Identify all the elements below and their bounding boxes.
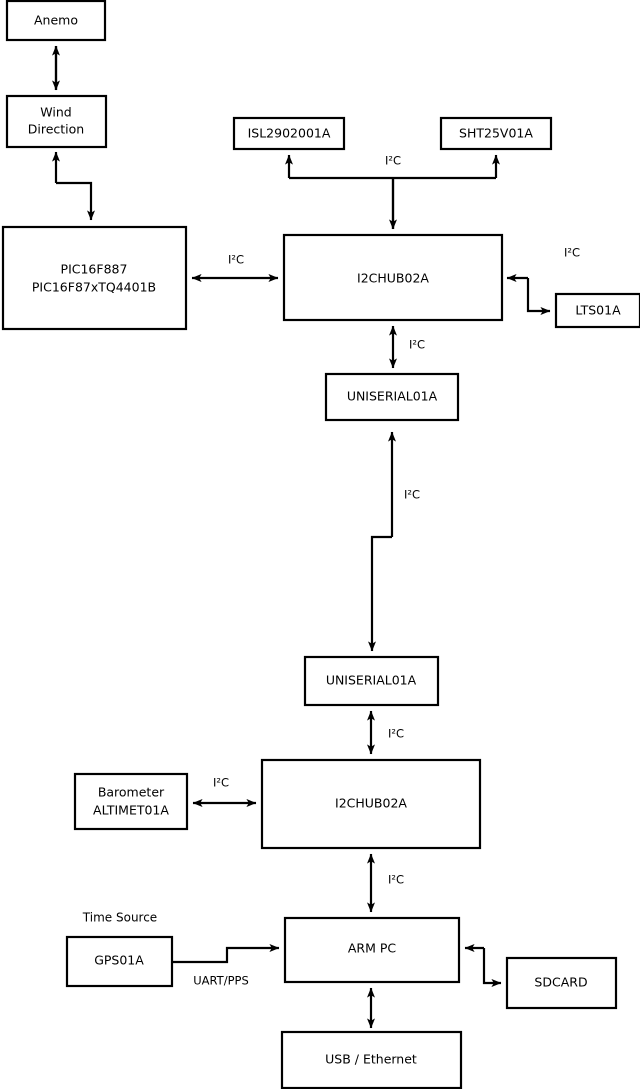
node-label-hub-bottom: I2CHUB02A bbox=[335, 796, 407, 811]
node-label-anemo: Anemo bbox=[34, 13, 78, 28]
node-label-gps: GPS01A bbox=[94, 953, 144, 968]
connector-hub-sensors bbox=[285, 154, 500, 230]
edge-label-baro-hub2: I²C bbox=[213, 776, 229, 790]
connector-gps-armpc bbox=[172, 944, 280, 964]
node-label-usbeth: USB / Ethernet bbox=[325, 1052, 417, 1067]
edge-label-hub-sensors: I²C bbox=[385, 154, 401, 168]
edge-label-uniserial-hub2: I²C bbox=[388, 727, 404, 741]
node-arm-pc[interactable]: ARM PC bbox=[283, 916, 461, 984]
node-lts01a[interactable]: LTS01A bbox=[554, 292, 640, 329]
node-label-hub-top: I2CHUB02A bbox=[357, 271, 429, 286]
edge-label-gps-armpc: UART/PPS bbox=[193, 974, 249, 988]
node-anemo[interactable]: Anemo bbox=[5, 0, 107, 42]
node-label-wind-2: Direction bbox=[28, 122, 84, 137]
node-uniserial01a-lower[interactable]: UNISERIAL01A bbox=[303, 655, 440, 707]
node-gps01a[interactable]: GPS01A bbox=[65, 935, 174, 988]
node-i2chub02a-top[interactable]: I2CHUB02A bbox=[282, 233, 504, 322]
node-label-lts: LTS01A bbox=[575, 303, 621, 318]
node-barometer[interactable]: Barometer ALTIMET01A bbox=[73, 772, 189, 831]
node-label-uniserial-dn: UNISERIAL01A bbox=[326, 673, 417, 688]
node-label-pic-2: PIC16F87xTQ4401B bbox=[32, 280, 156, 295]
node-i2chub02a-bottom[interactable]: I2CHUB02A bbox=[260, 758, 482, 850]
node-isl2902001a[interactable]: ISL2902001A bbox=[232, 116, 346, 151]
node-label-wind-1: Wind bbox=[40, 105, 71, 120]
node-sht25v01a[interactable]: SHT25V01A bbox=[439, 116, 553, 151]
node-sdcard[interactable]: SDCARD bbox=[505, 956, 618, 1010]
connector-armpc-sdcard bbox=[464, 944, 502, 987]
edge-label-pic-hub: I²C bbox=[228, 253, 244, 267]
edge-label-hub2-armpc: I²C bbox=[388, 873, 404, 887]
node-label-armpc: ARM PC bbox=[348, 941, 397, 956]
connector-uniserial-link bbox=[368, 431, 396, 652]
node-label-baro-2: ALTIMET01A bbox=[93, 803, 169, 818]
connector-hub-lts bbox=[506, 274, 551, 315]
node-uniserial01a-upper[interactable]: UNISERIAL01A bbox=[324, 372, 460, 422]
node-label-pic-1: PIC16F887 bbox=[61, 262, 128, 277]
node-label-isl: ISL2902001A bbox=[248, 126, 331, 141]
node-pic-mcu[interactable]: PIC16F887 PIC16F87xTQ4401B bbox=[1, 225, 188, 331]
edge-label-hub-uniserial: I²C bbox=[409, 338, 425, 352]
node-label-sdcard: SDCARD bbox=[534, 975, 587, 990]
node-usb-ethernet[interactable]: USB / Ethernet bbox=[280, 1030, 463, 1089]
connector-wind-pic bbox=[52, 151, 95, 221]
node-label-sht: SHT25V01A bbox=[459, 126, 533, 141]
label-time-source: Time Source bbox=[82, 911, 157, 925]
node-wind-direction[interactable]: Wind Direction bbox=[5, 94, 108, 149]
edge-label-hub-lts: I²C bbox=[564, 246, 580, 260]
node-label-baro-1: Barometer bbox=[98, 785, 165, 800]
node-label-uniserial-up: UNISERIAL01A bbox=[347, 389, 438, 404]
edge-label-uniserial-link: I²C bbox=[404, 488, 420, 502]
